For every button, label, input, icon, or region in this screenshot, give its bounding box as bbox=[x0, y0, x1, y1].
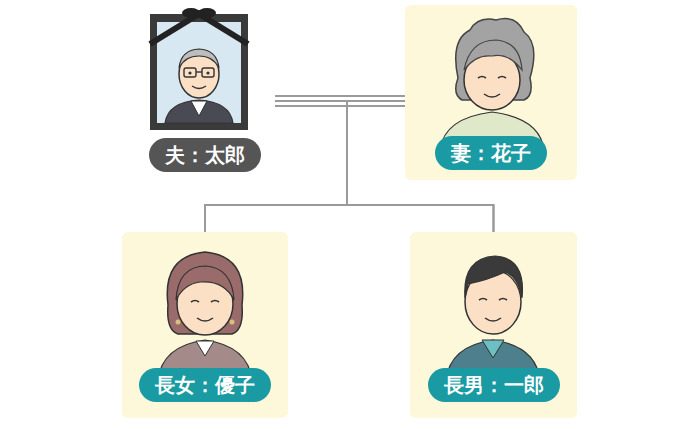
person-panel: 妻：花子 bbox=[405, 5, 577, 180]
name-label: 妻：花子 bbox=[435, 136, 547, 170]
panel bbox=[405, 5, 577, 180]
name-label: 長女：優子 bbox=[139, 368, 271, 402]
person-panel: 夫：太郎 bbox=[135, 8, 275, 178]
person-panel: 長男：一郎 bbox=[410, 232, 577, 418]
panel bbox=[410, 232, 577, 418]
person-panel: 長女：優子 bbox=[122, 232, 288, 418]
name-label: 長男：一郎 bbox=[428, 368, 560, 402]
son-figure bbox=[446, 256, 540, 380]
daughter-figure bbox=[158, 252, 252, 380]
memorial-portrait bbox=[150, 8, 248, 130]
name-label: 夫：太郎 bbox=[149, 138, 261, 172]
panel bbox=[122, 232, 288, 418]
wife-figure bbox=[440, 19, 544, 151]
